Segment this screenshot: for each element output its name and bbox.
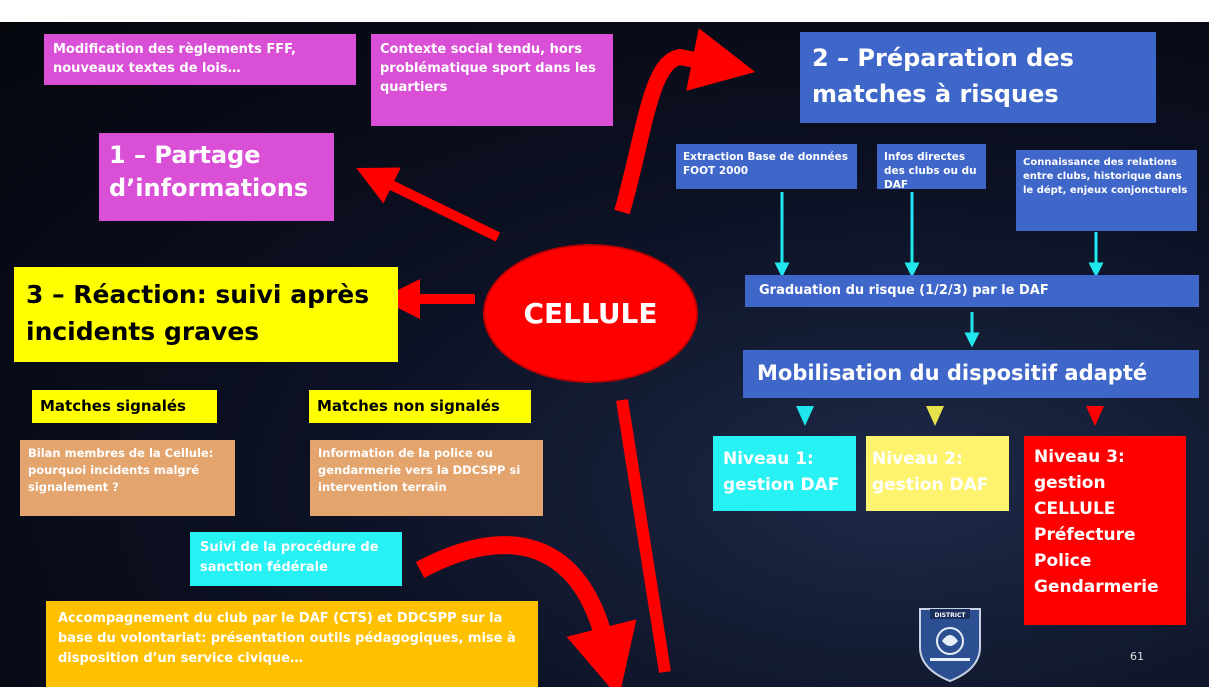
mobilisation-dispositif: Mobilisation du dispositif adapté [743, 350, 1199, 398]
section-1-title: 1 – Partage d’informations [99, 133, 334, 221]
section-3-title: 3 – Réaction: suivi après incidents grav… [14, 267, 398, 362]
source-foot2000: Extraction Base de données FOOT 2000 [676, 144, 857, 189]
slide-canvas: Modification des règlements FFF, nouveau… [0, 22, 1209, 687]
level2-arrow [926, 406, 944, 426]
svg-text:DISTRICT: DISTRICT [935, 612, 967, 619]
arrow-down-bottom [616, 399, 671, 673]
level1-arrow [796, 406, 814, 426]
cellule-center-node: CELLULE [483, 244, 698, 383]
information-police: Information de la police ou gendarmerie … [310, 440, 543, 516]
bilan-membres: Bilan membres de la Cellule: pourquoi in… [20, 440, 235, 516]
district-logo: DISTRICT [919, 608, 981, 683]
graduation-risque: Graduation du risque (1/2/3) par le DAF [745, 275, 1199, 307]
note-reglements: Modification des règlements FFF, nouveau… [44, 34, 356, 85]
arrow-curve-bottom [415, 536, 637, 687]
note-contexte-social: Contexte social tendu, hors problématiqu… [371, 34, 613, 126]
label-matches-signales: Matches signalés [32, 390, 217, 423]
page-number: 61 [1130, 650, 1144, 663]
source-relations-clubs: Connaissance des relations entre clubs, … [1016, 150, 1197, 231]
suivi-procedure: Suivi de la procédure de sanction fédéra… [190, 532, 402, 586]
level3-arrow [1086, 406, 1104, 426]
accompagnement-club: Accompagnement du club par le DAF (CTS) … [46, 601, 538, 687]
label-matches-non-signales: Matches non signalés [309, 390, 531, 423]
niveau-1: Niveau 1: gestion DAF [713, 436, 856, 511]
source-clubs-daf: Infos directes des clubs ou du DAF [877, 144, 986, 191]
arrow-to-section-1 [356, 167, 501, 242]
niveau-2: Niveau 2: gestion DAF [866, 436, 1009, 511]
arrow-to-section-2 [614, 28, 756, 215]
arrows-layer [356, 28, 1104, 687]
section-2-title: 2 – Préparation des matches à risques [800, 32, 1156, 123]
niveau-3: Niveau 3: gestion CELLULE Préfecture Pol… [1024, 436, 1186, 625]
